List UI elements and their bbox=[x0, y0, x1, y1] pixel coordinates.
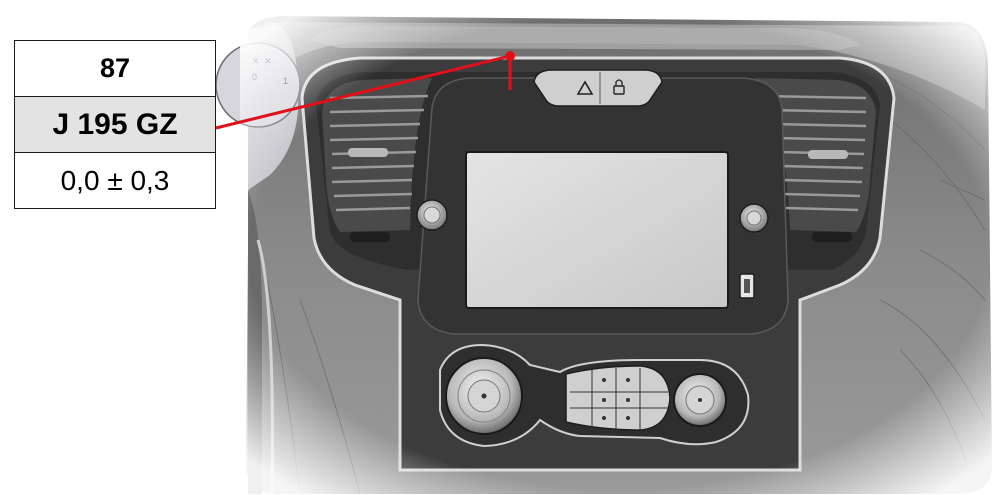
callout-row-tolerance: 0,0 ± 0,3 bbox=[14, 152, 216, 209]
reference-number: 87 bbox=[14, 40, 216, 97]
measurement-callout-table: 87 J 195 GZ 0,0 ± 0,3 bbox=[14, 40, 216, 209]
leader-line bbox=[215, 54, 511, 130]
callout-row-code: J 195 GZ bbox=[14, 96, 216, 153]
measurement-point-marker bbox=[505, 51, 515, 61]
measurement-leader bbox=[215, 51, 515, 130]
callout-row-number: 87 bbox=[14, 40, 216, 97]
point-code: J 195 GZ bbox=[14, 96, 216, 153]
tolerance-value: 0,0 ± 0,3 bbox=[14, 152, 216, 209]
